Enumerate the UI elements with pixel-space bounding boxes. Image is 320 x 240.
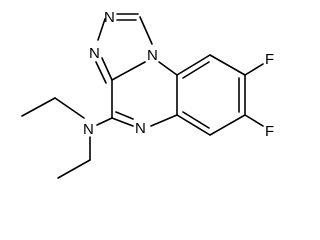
bond-n-top-n-left bbox=[97, 18, 106, 41]
bond-benz-5-double bbox=[182, 111, 210, 129]
bond-ethyl2-ch2-ch3 bbox=[57, 159, 91, 179]
molecule-structure: N N N N N F F bbox=[21, 9, 274, 179]
bond-n-left-c-fused-double bbox=[95, 61, 107, 84]
bond-n-amine-ethyl1-ch2 bbox=[54, 97, 85, 119]
bond-n-left-c-fused bbox=[101, 57, 113, 81]
bond-ethyl1-ch2-ch3 bbox=[21, 97, 56, 117]
bond-c-amino-n-quin bbox=[111, 117, 134, 127]
bond-c-fused-n-bridge bbox=[111, 61, 146, 81]
bond-ch-n-bridge bbox=[139, 16, 153, 45]
bond-c-f-upper bbox=[244, 63, 264, 76]
bond-benz-2 bbox=[209, 54, 246, 76]
bond-c-amino-n-amine bbox=[96, 117, 113, 126]
atom-f-upper: F bbox=[265, 51, 274, 68]
bond-benz-1-double bbox=[182, 61, 210, 79]
bond-benz-1 bbox=[176, 54, 211, 76]
atom-n-triazole-left: N bbox=[89, 45, 100, 62]
bond-n-quin-c-aryl bbox=[150, 114, 178, 127]
bond-benz-4 bbox=[209, 114, 246, 136]
atom-n-bridge: N bbox=[147, 47, 158, 64]
bond-c-f-lower bbox=[244, 114, 264, 127]
atom-f-lower: F bbox=[265, 123, 274, 140]
atom-n-quinoxaline: N bbox=[135, 120, 146, 137]
bond-n-bridge-c-aryl bbox=[158, 61, 178, 76]
bond-c-amino-n-quin-double bbox=[115, 111, 134, 120]
atom-n-triazole-top: N bbox=[104, 9, 115, 26]
bond-benz-5 bbox=[176, 114, 211, 136]
atom-n-amine: N bbox=[83, 121, 94, 138]
